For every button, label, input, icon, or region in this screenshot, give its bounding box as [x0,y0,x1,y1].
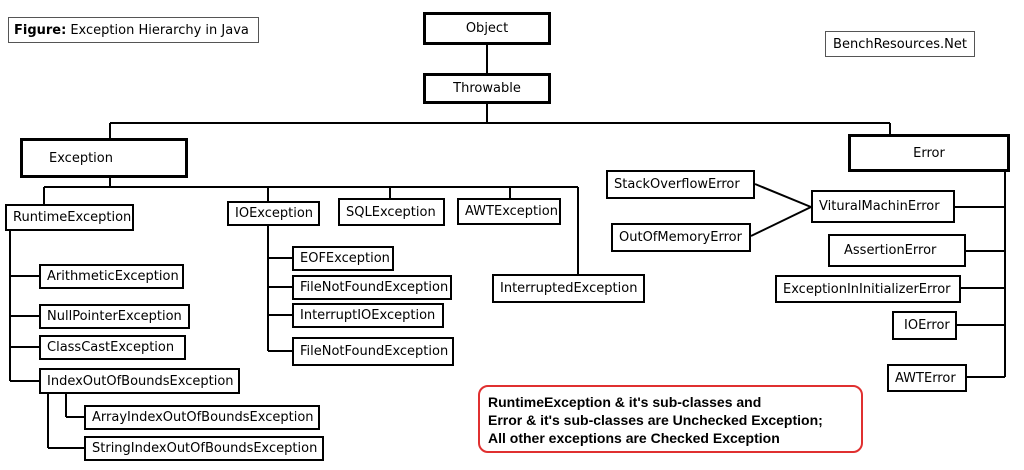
node-exception-in-initializer-error: ExceptionInInitializerError [775,275,961,303]
node-file-not-found-exception-2: FileNotFoundException [292,337,454,366]
node-exception: Exception [20,138,188,178]
node-null-pointer-exception: NullPointerException [39,304,190,329]
node-io-error: IOError [892,311,957,340]
node-runtime-exception: RuntimeException [5,204,134,231]
node-arithmetic-exception: ArithmeticException [39,264,184,289]
node-class-cast-exception: ClassCastException [39,335,186,360]
node-throwable: Throwable [423,73,551,104]
figure-caption: Figure: Exception Hierarchy in Java [8,17,259,43]
node-awt-exception: AWTException [457,198,561,225]
node-virtual-machine-error: VituralMachinError [811,190,955,223]
node-awt-error: AWTError [887,364,967,392]
node-error: Error [848,134,1010,172]
node-stack-overflow-error: StackOverflowError [606,170,755,199]
figure-caption-text: Exception Hierarchy in Java [70,22,249,38]
node-eof-exception: EOFException [292,246,394,271]
site-label: BenchResources.Net [825,31,975,57]
note-line-1: RuntimeException & it's sub-classes and [488,394,762,410]
node-interrupted-exception: InterruptedException [492,274,645,303]
note-line-3: All other exceptions are Checked Excepti… [488,430,780,446]
node-out-of-memory-error: OutOfMemoryError [611,223,751,252]
node-array-index-out-of-bounds-exception: ArrayIndexOutOfBoundsException [84,405,320,430]
node-string-index-out-of-bounds-exception: StringIndexOutOfBoundsException [84,436,324,461]
node-file-not-found-exception-1: FileNotFoundException [292,275,452,300]
unchecked-checked-note: RuntimeException & it's sub-classes and … [478,385,863,453]
node-io-exception: IOException [227,201,320,226]
figure-caption-prefix: Figure: [14,22,67,38]
node-interrupt-io-exception: InterruptIOException [292,303,444,328]
node-assertion-error: AssertionError [828,234,966,267]
node-index-out-of-bounds-exception: IndexOutOfBoundsException [39,368,240,394]
note-line-2: Error & it's sub-classes are Unchecked E… [488,412,823,428]
node-object: Object [423,12,551,45]
node-sql-exception: SQLException [338,198,445,226]
